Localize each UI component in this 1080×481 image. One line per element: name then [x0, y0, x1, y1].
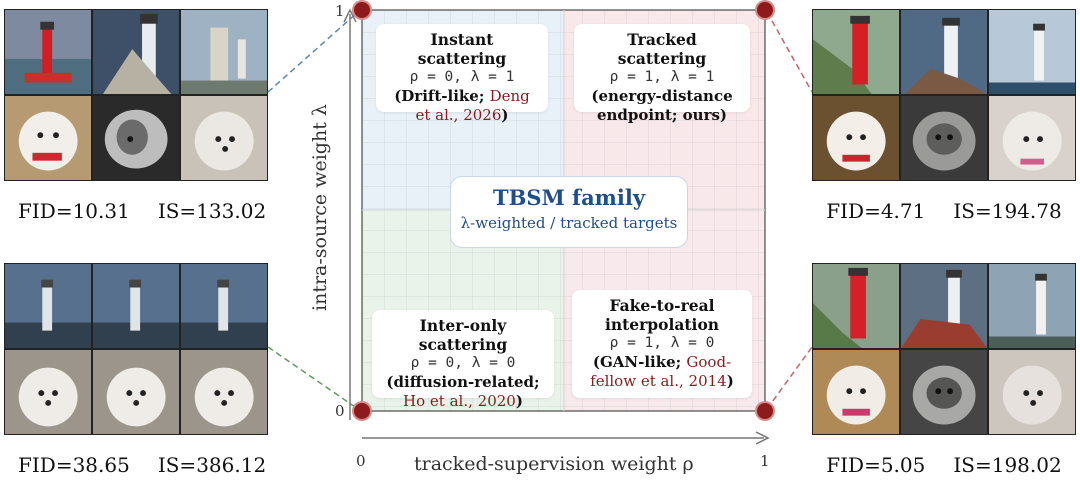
lighthouse-image: [5, 10, 92, 95]
card-inter-only-scattering: Inter-only scattering ρ = 0, λ = 0 (diff…: [372, 310, 554, 410]
lighthouse-image: [988, 10, 1075, 95]
fid-value: FID=10.31: [18, 199, 130, 223]
lighthouse-image: [813, 264, 900, 349]
card-title-line2: interpolation: [604, 315, 720, 334]
dog-image: [813, 95, 900, 180]
lighthouse-image: [92, 10, 180, 95]
card-formula: ρ = 0, λ = 1: [409, 69, 515, 85]
card-note: (Drift-like;: [394, 87, 490, 105]
card-tracked-scattering: Tracked scattering ρ = 1, λ = 1 (energy-…: [574, 24, 750, 124]
dog-image: [813, 349, 900, 434]
citation-link[interactable]: et al., 2026: [415, 106, 502, 124]
dog-image: [988, 349, 1075, 434]
lighthouse-image: [180, 264, 267, 349]
is-value: IS=133.02: [157, 199, 267, 223]
is-value: IS=198.02: [953, 453, 1062, 477]
card-note: endpoint; ours): [596, 106, 728, 124]
card-formula: ρ = 1, λ = 1: [609, 69, 715, 85]
lighthouse-image: [180, 10, 267, 95]
dog-image: [92, 349, 180, 434]
metrics-bottom-left: FID=38.65 IS=386.12: [4, 453, 268, 477]
corner-marker-top-right: [757, 2, 773, 18]
dog-image: [900, 349, 988, 434]
lighthouse-image: [92, 264, 180, 349]
card-formula: ρ = 0, λ = 0: [410, 355, 516, 371]
fid-value: FID=4.71: [826, 199, 926, 223]
metrics-bottom-right: FID=5.05 IS=198.02: [812, 453, 1076, 477]
y-axis-max-tick: 1: [335, 2, 345, 20]
card-note: (diffusion-related;: [386, 373, 540, 391]
image-grid-bottom-right: [812, 263, 1076, 435]
image-grid-bottom-left: [4, 263, 268, 435]
y-axis-min-tick: 0: [335, 402, 345, 420]
card-note-close: ): [515, 392, 523, 410]
lighthouse-image: [900, 10, 988, 95]
center-title: TBSM family: [492, 185, 646, 210]
metrics-top-right: FID=4.71 IS=194.78: [812, 199, 1076, 223]
dog-image: [5, 95, 92, 180]
card-formula: ρ = 1, λ = 0: [609, 335, 715, 351]
x-axis-label: tracked-supervision weight ρ: [414, 453, 694, 475]
y-axis-label: intra-source weight λ: [309, 104, 331, 311]
corner-marker-bottom-right: [757, 403, 773, 419]
fid-value: FID=5.05: [826, 453, 926, 477]
dog-image: [180, 95, 267, 180]
corner-marker-top-left: [354, 2, 370, 18]
lighthouse-image: [5, 264, 92, 349]
citation-link[interactable]: Ho et al., 2020: [403, 392, 516, 410]
dog-image: [988, 95, 1075, 180]
dog-image: [92, 95, 180, 180]
card-note: (energy-distance: [591, 87, 733, 105]
card-note-close: ): [501, 106, 509, 124]
card-instant-scattering: Instant scattering ρ = 0, λ = 1 (Drift-l…: [376, 24, 548, 124]
citation-link[interactable]: fellow et al., 2014: [590, 372, 727, 390]
dog-image: [180, 349, 267, 434]
x-axis-max-tick: 1: [760, 452, 770, 470]
center-subtitle: λ-weighted / tracked targets: [460, 214, 678, 232]
tbsm-family-card: TBSM family λ-weighted / tracked targets: [450, 176, 688, 248]
card-title: Fake-to-real: [609, 296, 715, 315]
image-grid-top-left: [4, 9, 268, 181]
dog-image: [900, 95, 988, 180]
card-title: Tracked scattering: [617, 30, 707, 68]
is-value: IS=386.12: [157, 453, 267, 477]
lighthouse-image: [813, 10, 900, 95]
image-grid-top-right: [812, 9, 1076, 181]
dog-image: [5, 349, 92, 434]
lighthouse-image: [900, 264, 988, 349]
metrics-top-left: FID=10.31 IS=133.02: [4, 199, 268, 223]
citation-link[interactable]: Good-: [686, 353, 732, 371]
is-value: IS=194.78: [953, 199, 1062, 223]
card-note: (GAN-like;: [592, 353, 687, 371]
x-axis-min-tick: 0: [356, 452, 366, 470]
card-note-close: ): [726, 372, 734, 390]
lighthouse-image: [988, 264, 1075, 349]
citation-link[interactable]: Deng: [489, 87, 530, 105]
card-title: Instant scattering: [417, 30, 507, 68]
corner-marker-bottom-left: [354, 403, 370, 419]
card-fake-to-real: Fake-to-real interpolation ρ = 1, λ = 0 …: [572, 290, 752, 398]
card-title: Inter-only scattering: [418, 316, 508, 354]
fid-value: FID=38.65: [18, 453, 130, 477]
